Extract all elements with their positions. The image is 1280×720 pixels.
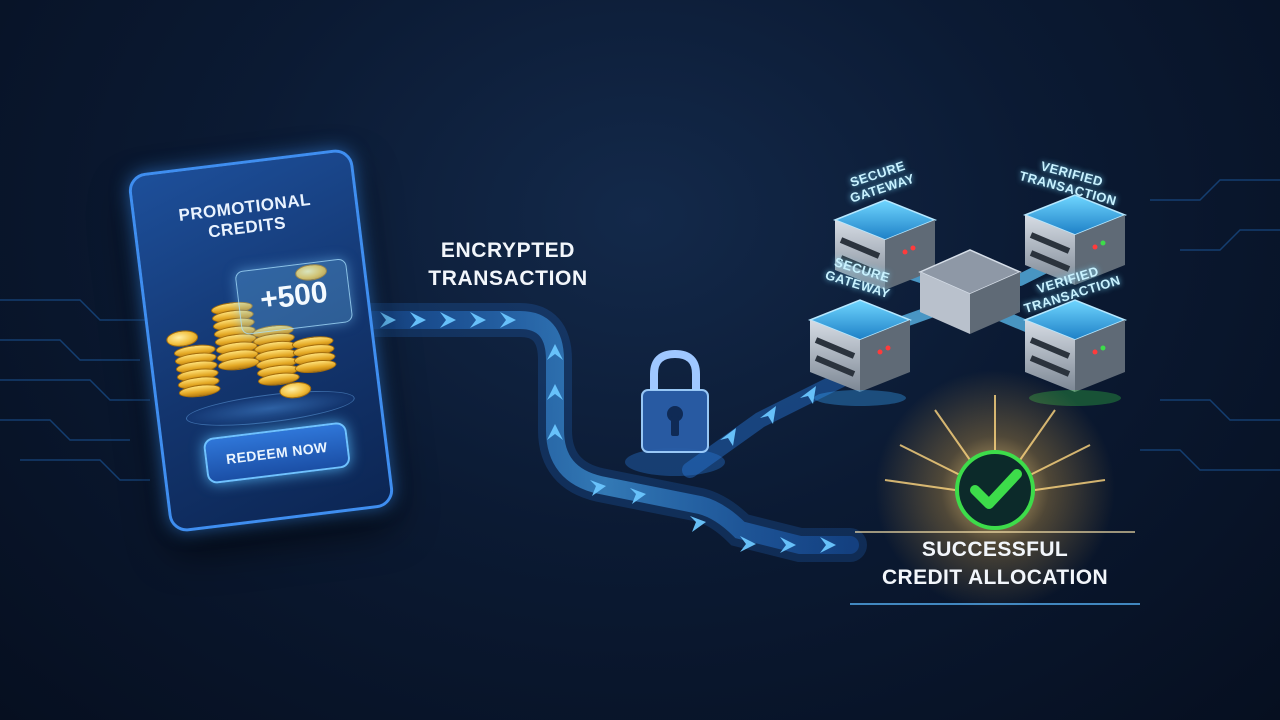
encrypted-transaction-label: ENCRYPTED TRANSACTION	[428, 239, 588, 290]
padlock-icon	[625, 349, 725, 476]
checkmark-icon	[955, 450, 1035, 530]
flow-path-glow	[343, 303, 867, 562]
promotional-credits-card: PROMOTIONAL CREDITS +500 REDEEM NOW	[126, 147, 396, 534]
redeem-now-button[interactable]: REDEEM NOW	[202, 421, 352, 485]
bonus-amount-badge: +500	[234, 258, 354, 336]
card-title: PROMOTIONAL CREDITS	[177, 189, 312, 242]
server-bottom-left	[807, 299, 913, 406]
server-top-right	[1022, 194, 1128, 285]
flow-path	[351, 311, 859, 554]
server-center-hub	[918, 249, 1022, 334]
flow-chevrons	[380, 312, 836, 553]
circuit-traces-left	[0, 299, 150, 481]
successful-credit-allocation-label: SUCCESSFUL CREDIT ALLOCATION	[881, 538, 1109, 589]
circuit-traces-right	[1140, 179, 1280, 471]
